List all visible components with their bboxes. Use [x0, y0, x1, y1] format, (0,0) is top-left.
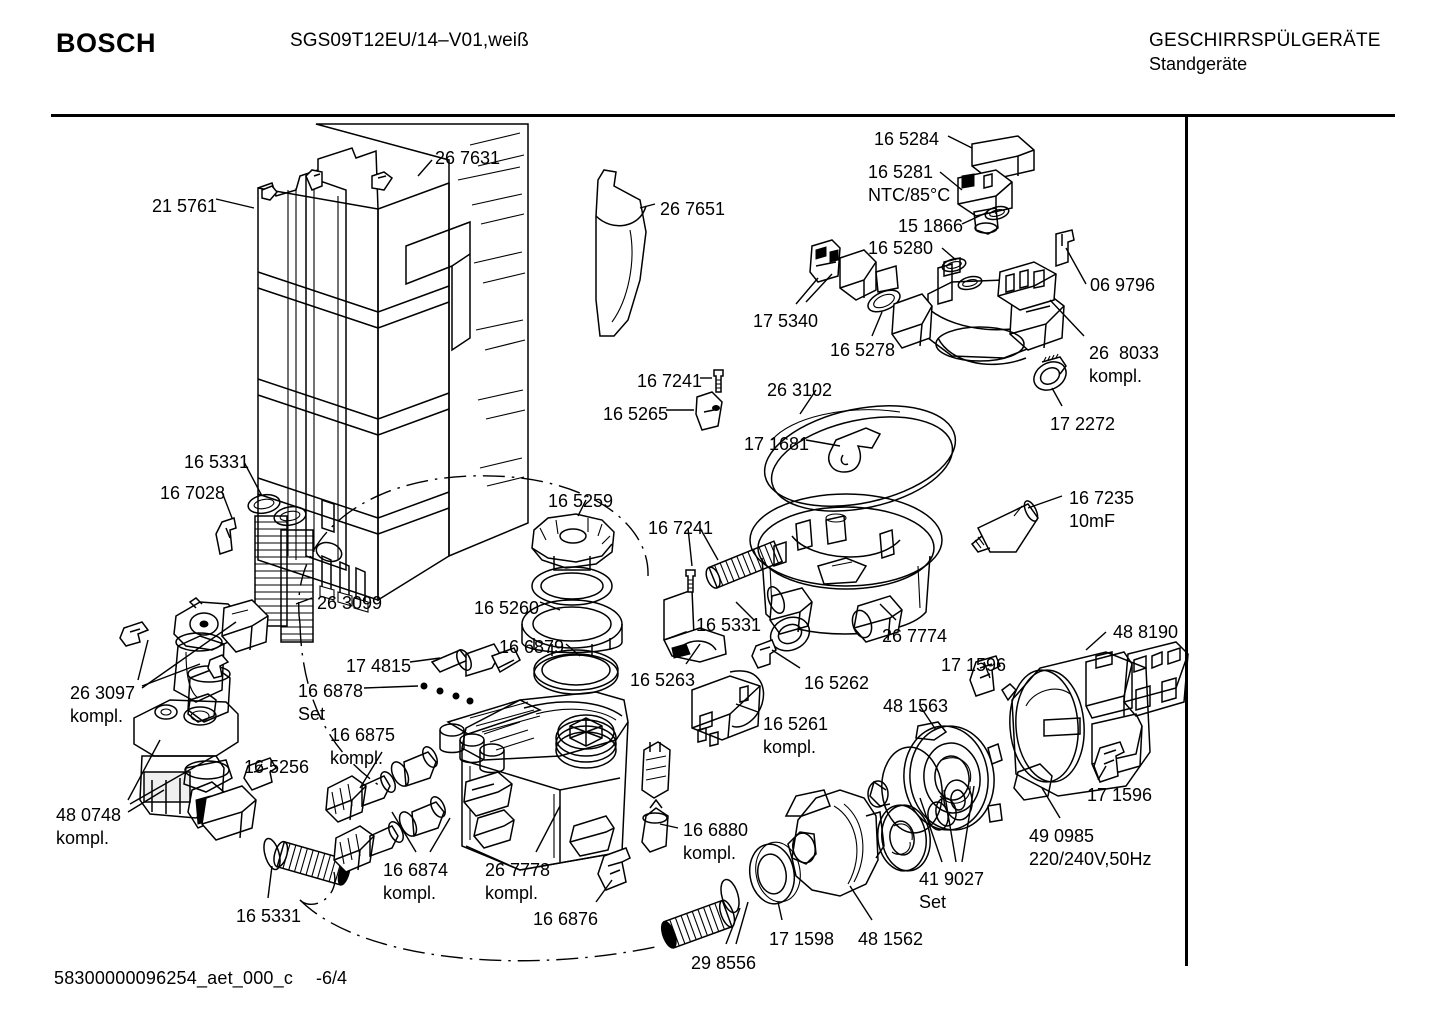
part-callout-c53: 16 6874: [383, 860, 449, 880]
part-callout-c40: 41 9027: [919, 869, 985, 889]
part-callout-c14: 17 2272: [1050, 414, 1116, 434]
page-number: -6/4: [316, 968, 348, 988]
part-callout-c04: 16 5284: [874, 129, 940, 149]
part-callout-c23: 26 3099: [317, 593, 383, 613]
part-callout-c59: kompl.: [683, 843, 737, 863]
part-callout-c06: NTC/85°C: [868, 185, 951, 205]
part-callout-c05: 16 5281: [868, 162, 934, 182]
part-callout-c41: Set: [919, 892, 947, 912]
part-callout-c55: 26 7778: [485, 860, 551, 880]
model-title: SGS09T12EU/14–V01,weiß: [290, 30, 529, 51]
part-callout-c35: 48 8190: [1113, 622, 1179, 642]
part-callout-c15: 16 7241: [637, 371, 703, 391]
regeneration-assembly: [119, 597, 351, 886]
header-divider-rule: [51, 114, 1395, 117]
part-callout-c51: 16 6875: [330, 725, 396, 745]
part-callout-c19: 16 7235: [1069, 488, 1135, 508]
tank-assembly: [439, 691, 629, 871]
department-subtitle: Standgeräte: [1149, 54, 1248, 74]
part-callout-c31: 16 5261: [763, 714, 829, 734]
part-callout-c01: 26 7631: [435, 148, 501, 168]
part-callout-c39: 220/240V,50Hz: [1029, 849, 1152, 869]
part-callout-c45: 48 0748: [56, 805, 122, 825]
part-callout-c32: kompl.: [763, 737, 817, 757]
part-callout-c21: 16 5331: [184, 452, 250, 472]
part-callout-c27: 16 6879: [499, 637, 565, 657]
part-callout-c25: 16 7241: [648, 518, 714, 538]
part-callout-c13: kompl.: [1089, 366, 1143, 386]
part-callout-c20: 10mF: [1069, 511, 1116, 531]
part-callout-c56: kompl.: [485, 883, 539, 903]
part-callout-c08: 16 5280: [868, 238, 934, 258]
part-callout-c02: 21 5761: [152, 196, 218, 216]
part-callout-c44: 16 5256: [244, 757, 310, 777]
part-callout-c48: 17 4815: [346, 656, 412, 676]
part-callout-c52: kompl.: [330, 748, 384, 768]
part-callout-c47: 16 5331: [236, 906, 302, 926]
part-callout-c38: 49 0985: [1029, 826, 1095, 846]
bosch-logo: BOSCH: [56, 28, 157, 58]
part-callout-c61: 17 1598: [769, 929, 835, 949]
part-callout-c18: 17 1681: [744, 434, 810, 454]
funnel-part: [595, 169, 647, 337]
part-callout-c10: 17 5340: [753, 311, 819, 331]
part-callout-c60: 29 8556: [691, 953, 757, 973]
part-callout-c46: kompl.: [56, 828, 110, 848]
drawing-code: 58300000096254_aet_000_c: [54, 968, 294, 988]
part-callout-c43: kompl.: [70, 706, 124, 726]
part-callout-c22: 16 7028: [160, 483, 226, 503]
part-callout-c49: 16 6878: [298, 681, 364, 701]
capacitor-part: [970, 500, 1039, 553]
part-callout-c16: 16 5265: [603, 404, 669, 424]
part-callout-c54: kompl.: [383, 883, 437, 903]
part-callout-c11: 16 5278: [830, 340, 896, 360]
part-callout-c50: Set: [298, 704, 326, 724]
part-callout-c28: 16 5263: [630, 670, 696, 690]
part-callout-c24: 16 5259: [548, 491, 614, 511]
part-callout-c29: 16 5331: [696, 615, 762, 635]
part-callout-c17: 26 3102: [767, 380, 833, 400]
leader-lines: [127, 135, 1107, 945]
part-callout-c42: 26 3097: [70, 683, 136, 703]
part-callout-c26: 16 5260: [474, 598, 540, 618]
bellows-group: [215, 493, 314, 643]
part-callout-c07: 15 1866: [898, 216, 964, 236]
part-callout-c33: 26 7774: [882, 626, 948, 646]
right-column-divider-rule: [1185, 116, 1188, 966]
part-callout-c09: 06 9796: [1090, 275, 1156, 295]
part-callout-c12: 26 8033: [1089, 343, 1160, 363]
part-callout-c58: 16 6880: [683, 820, 749, 840]
part-callout-c34: 17 1596: [941, 655, 1007, 675]
part-callout-c37: 17 1596: [1087, 785, 1153, 805]
door-panel-group: [257, 123, 529, 613]
department-title: GESCHIRRSPÜLGERÄTE: [1149, 30, 1381, 51]
part-callout-c62: 48 1562: [858, 929, 924, 949]
part-callout-c30: 16 5262: [804, 673, 870, 693]
part-callout-c03: 26 7651: [660, 199, 726, 219]
part-callout-c36: 48 1563: [883, 696, 949, 716]
part-callout-c57: 16 6876: [533, 909, 599, 929]
